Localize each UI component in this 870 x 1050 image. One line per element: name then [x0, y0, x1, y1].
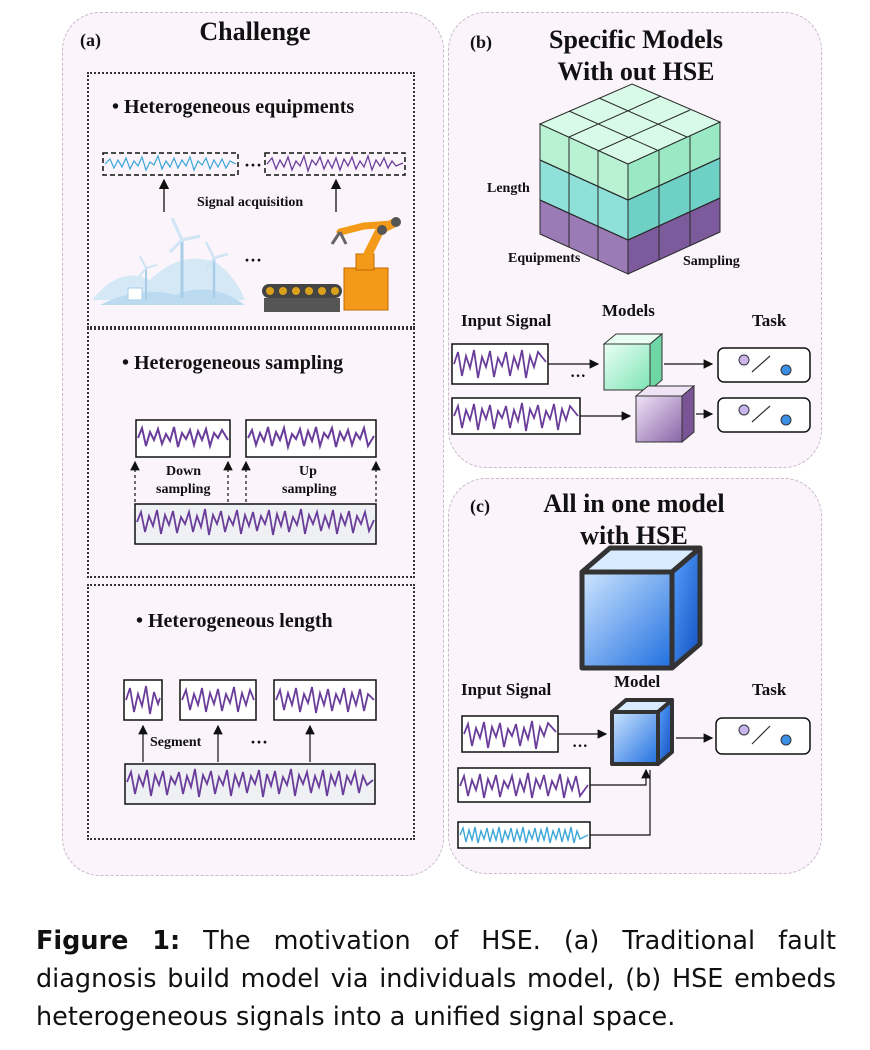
figure-label: Figure 1:	[36, 926, 181, 956]
down-sampling-label-2: sampling	[156, 482, 211, 497]
box-sampling	[87, 328, 415, 578]
wind-turbines-image	[92, 217, 245, 305]
sampling-signals	[130, 419, 381, 545]
panel-c-title-2: with HSE	[580, 521, 688, 550]
equipments-image-ellipsis: ···	[244, 250, 263, 270]
model-cube-grid	[538, 83, 722, 275]
panel-a-label: (a)	[80, 30, 101, 50]
panel-c-flow	[457, 545, 811, 849]
panel-b-title-1: Specific Models	[548, 25, 724, 54]
c-ellipsis: ···	[572, 738, 589, 755]
b-input-signal-label: Input Signal	[461, 311, 552, 330]
sampling-heading: • Heterogeneous sampling	[122, 352, 344, 374]
equipment-signals	[102, 152, 406, 212]
down-sampling-label-1: Down	[166, 464, 202, 479]
panel-b-title-2: With out HSE	[557, 57, 715, 86]
up-sampling-label-1: Up	[299, 464, 317, 479]
b-models-label: Models	[602, 301, 655, 320]
equipments-ellipsis: ···	[244, 155, 263, 175]
b-task-label: Task	[752, 311, 787, 330]
length-signals	[123, 679, 377, 805]
panel-c-label: (c)	[470, 496, 490, 516]
panel-c	[448, 478, 822, 874]
length-ellipsis: ···	[250, 732, 269, 752]
robot-arm-image	[262, 217, 401, 312]
figure-caption: Figure 1: The motivation of HSE. (a) Tra…	[36, 922, 836, 1036]
c-task-label: Task	[752, 680, 787, 699]
axis-length-label: Length	[487, 181, 530, 196]
b-ellipsis: ···	[570, 368, 587, 385]
panel-b-flow	[451, 332, 811, 444]
box-equipments	[87, 72, 415, 328]
equipments-heading: • Heterogeneous equipments	[112, 96, 355, 118]
c-model-label: Model	[614, 672, 661, 691]
panel-c-title-1: All in one model	[543, 489, 725, 518]
signal-acquisition-label: Signal acquisition	[197, 195, 304, 210]
caption-text: The motivation of HSE. (a) Traditional f…	[36, 926, 836, 1032]
length-heading: • Heterogeneous length	[136, 610, 333, 632]
box-length	[87, 584, 415, 840]
up-sampling-label-2: sampling	[282, 482, 337, 497]
axis-sampling-label: Sampling	[683, 254, 740, 269]
c-input-signal-label: Input Signal	[461, 680, 552, 699]
segment-label: Segment	[150, 735, 202, 750]
axis-equipments-label: Equipments	[508, 251, 581, 266]
panel-a-title: Challenge	[199, 17, 311, 46]
panel-b-label: (b)	[470, 32, 492, 52]
